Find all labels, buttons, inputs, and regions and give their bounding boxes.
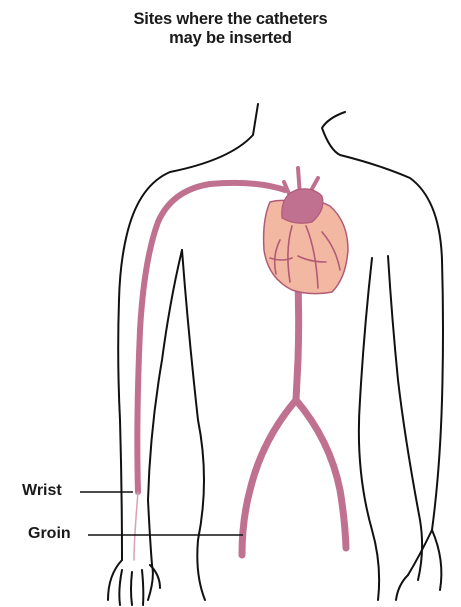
right-arm-inner <box>388 256 422 580</box>
right-iliac-artery <box>296 400 346 548</box>
right-hand <box>396 530 441 600</box>
left-iliac-artery <box>242 400 296 555</box>
left-arm-inner <box>148 250 182 565</box>
groin-label: Groin <box>28 525 71 543</box>
label-leaders <box>80 492 243 535</box>
left-torso-side <box>182 250 205 600</box>
wrist-label: Wrist <box>22 482 62 500</box>
right-torso-side <box>359 258 379 600</box>
left-hand <box>108 560 160 605</box>
heart <box>264 189 348 294</box>
wrist-access-line <box>134 492 138 560</box>
body-outline <box>108 104 443 605</box>
